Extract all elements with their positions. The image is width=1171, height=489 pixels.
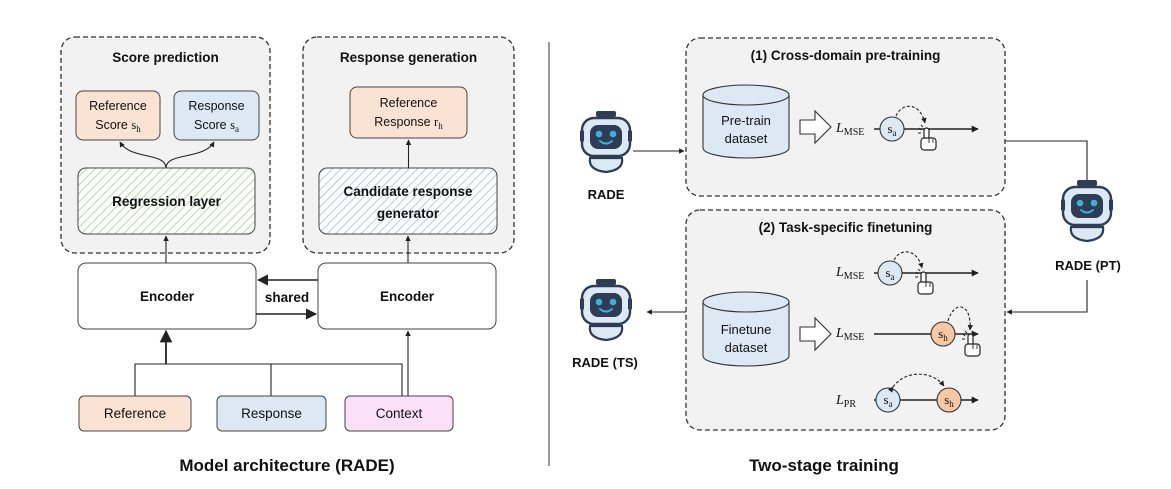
robot-rade-label: RADE (588, 187, 625, 202)
reference-response-box (349, 86, 468, 139)
stage2-dataset-cylinder (702, 291, 790, 367)
input-context-label: Context (376, 406, 423, 421)
right-caption: Two-stage training (749, 456, 899, 475)
candidate-generator-box (318, 167, 498, 235)
stage2-node-b (930, 321, 956, 347)
stage1-dataset-line2: dataset (725, 131, 768, 146)
reference-score-line2: Score sh (95, 118, 141, 134)
input-reference-label: Reference (104, 406, 166, 421)
arrow-to-reference-score (119, 141, 167, 169)
input-reference-box (78, 395, 192, 432)
robot-pt-icon (1059, 178, 1115, 243)
stage2-loss-a: LMSE (835, 265, 864, 282)
shared-label: shared (265, 290, 309, 305)
stage2-title: (2) Task-specific finetuning (759, 220, 933, 235)
stage1-dataset-cylinder (702, 84, 790, 159)
robot-rade-icon (578, 109, 634, 174)
encoder-right-box (317, 262, 497, 330)
stage2-node-a (877, 260, 903, 286)
stage2-node-c2 (936, 387, 962, 413)
input-response-label: Response (241, 406, 302, 421)
stage2-node-b-label: sh (938, 326, 948, 343)
reference-response-line1: Reference (380, 96, 438, 110)
stage1-node (879, 116, 905, 142)
input-connector-reference-context (134, 363, 403, 396)
regression-layer-label: Regression layer (112, 194, 222, 209)
connector-stage1-to-pt (1005, 140, 1088, 181)
stage1-block-arrow (799, 109, 832, 145)
stage2-dataset-line2: dataset (725, 340, 768, 355)
stage2-dashed-arrow-c (887, 373, 945, 393)
response-score-box (173, 90, 260, 141)
response-score-line2: Score sa (194, 118, 239, 134)
stage2-dataset-line1: Finetune (721, 322, 772, 337)
input-response-box (216, 395, 327, 432)
stage2-node-c1-label: sa (883, 392, 892, 409)
input-context-box (344, 395, 454, 432)
candidate-generator-line1: Candidate response (343, 184, 473, 199)
encoder-left-box (77, 262, 257, 330)
arrow-to-response-score (165, 141, 215, 169)
score-prediction-title: Score prediction (112, 50, 219, 65)
stage2-loss-c: LPR (835, 393, 856, 410)
stage1-node-label: sa (887, 121, 896, 138)
arrow-pt-to-stage2 (1006, 280, 1088, 315)
robot-ts-icon (578, 277, 634, 342)
stage2-dashed-arrow-a (893, 251, 924, 269)
reference-response-line2: Response rh (374, 115, 443, 131)
robot-pt-label: RADE (PT) (1055, 258, 1121, 273)
encoder-right-label: Encoder (380, 289, 435, 304)
stage2-node-a-label: sa (885, 265, 894, 282)
stage1-loss: LMSE (835, 121, 864, 138)
stage1-title: (1) Cross-domain pre-training (751, 48, 941, 63)
regression-layer-box (77, 167, 256, 235)
candidate-generator-line2: generator (377, 206, 440, 221)
reference-score-box (75, 90, 161, 141)
stage2-node-c2-label: sh (944, 392, 954, 409)
encoder-left-label: Encoder (140, 289, 195, 304)
response-score-line1: Response (188, 99, 244, 113)
robot-ts-label: RADE (TS) (572, 355, 638, 370)
response-generation-title: Response generation (340, 50, 477, 65)
left-caption: Model architecture (RADE) (179, 456, 394, 475)
stage1-dataset-line1: Pre-train (721, 113, 771, 128)
reference-score-line1: Reference (89, 99, 147, 113)
stage2-block-arrow (799, 316, 832, 352)
stage1-dashed-arrow (895, 105, 927, 124)
stage2-loss-b: LMSE (835, 326, 864, 343)
stage2-dashed-arrow-b (947, 306, 974, 331)
